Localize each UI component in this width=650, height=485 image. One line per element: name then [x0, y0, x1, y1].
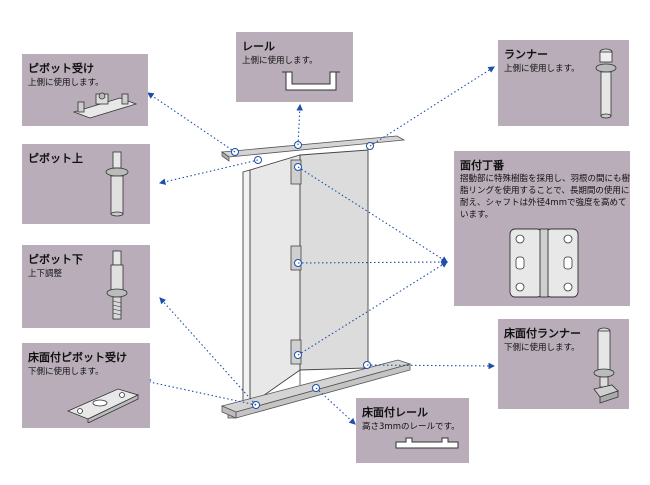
floor-pivot-receiver-icon: [66, 388, 140, 423]
panel-floor-pivot-receiver: 床面付ピボット受け 下側に使用します。: [22, 343, 150, 428]
pivot-receiver-title: ピボット受け: [28, 62, 94, 75]
floor-rail-profile-icon: [395, 437, 459, 449]
pivot-bottom-title: ピボット下: [28, 253, 83, 266]
floor-pivot-receiver-title: 床面付ピボット受け: [28, 351, 127, 364]
rail-title: レール: [242, 40, 275, 53]
panel-floor-runner: 床面付ランナー 下側に使用します。: [498, 319, 629, 409]
floor-rail-title: 床面付レール: [362, 406, 428, 419]
top-rail-drawing: [220, 135, 406, 162]
rail-desc: 上側に使用します。: [242, 56, 318, 66]
pivot-receiver-desc: 上側に使用します。: [28, 78, 104, 88]
panel-rail: レール 上側に使用します。: [236, 32, 353, 102]
panel-pivot-bottom: ピボット下 上下調整: [22, 245, 150, 328]
floor-runner-icon: [593, 327, 619, 404]
panel-hinge: 面付丁番 摺動部に特殊樹脂を採用し、羽根の間にも樹脂リングを使用することで、長期…: [454, 151, 630, 306]
pivot-bottom-desc: 上下調整: [28, 269, 63, 279]
floor-runner-title: 床面付ランナー: [504, 327, 581, 340]
panel-floor-rail: 床面付レール 高さ3mmのレールです。: [356, 398, 469, 463]
runner-icon: [595, 48, 617, 119]
rail-profile-icon: [282, 71, 340, 91]
panel-pivot-receiver: ピボット受け 上側に使用します。: [22, 54, 148, 126]
hinge-title: 面付丁番: [460, 159, 504, 172]
pivot-top-title: ピボット上: [28, 152, 83, 165]
floor-runner-desc: 下側に使用します。: [504, 343, 580, 353]
door-leaves: [242, 149, 369, 409]
pivot-receiver-icon: [72, 92, 138, 119]
floor-rail-desc: 高さ3mmのレールです。: [362, 422, 460, 432]
runner-desc: 上側に使用します。: [504, 64, 580, 74]
pivot-bottom-icon: [106, 250, 128, 320]
floor-pivot-receiver-desc: 下側に使用します。: [28, 367, 104, 377]
hinge-desc: 摺動部に特殊樹脂を採用し、羽根の間にも樹脂リングを使用することで、長期間の使用に…: [460, 174, 631, 220]
panel-runner: ランナー 上側に使用します。: [498, 40, 629, 126]
leader-lines: [143, 66, 496, 425]
panel-pivot-top: ピボット上: [22, 144, 150, 224]
runner-title: ランナー: [504, 48, 548, 61]
pivot-top-icon: [105, 151, 129, 217]
hinge-icon: [509, 228, 579, 298]
